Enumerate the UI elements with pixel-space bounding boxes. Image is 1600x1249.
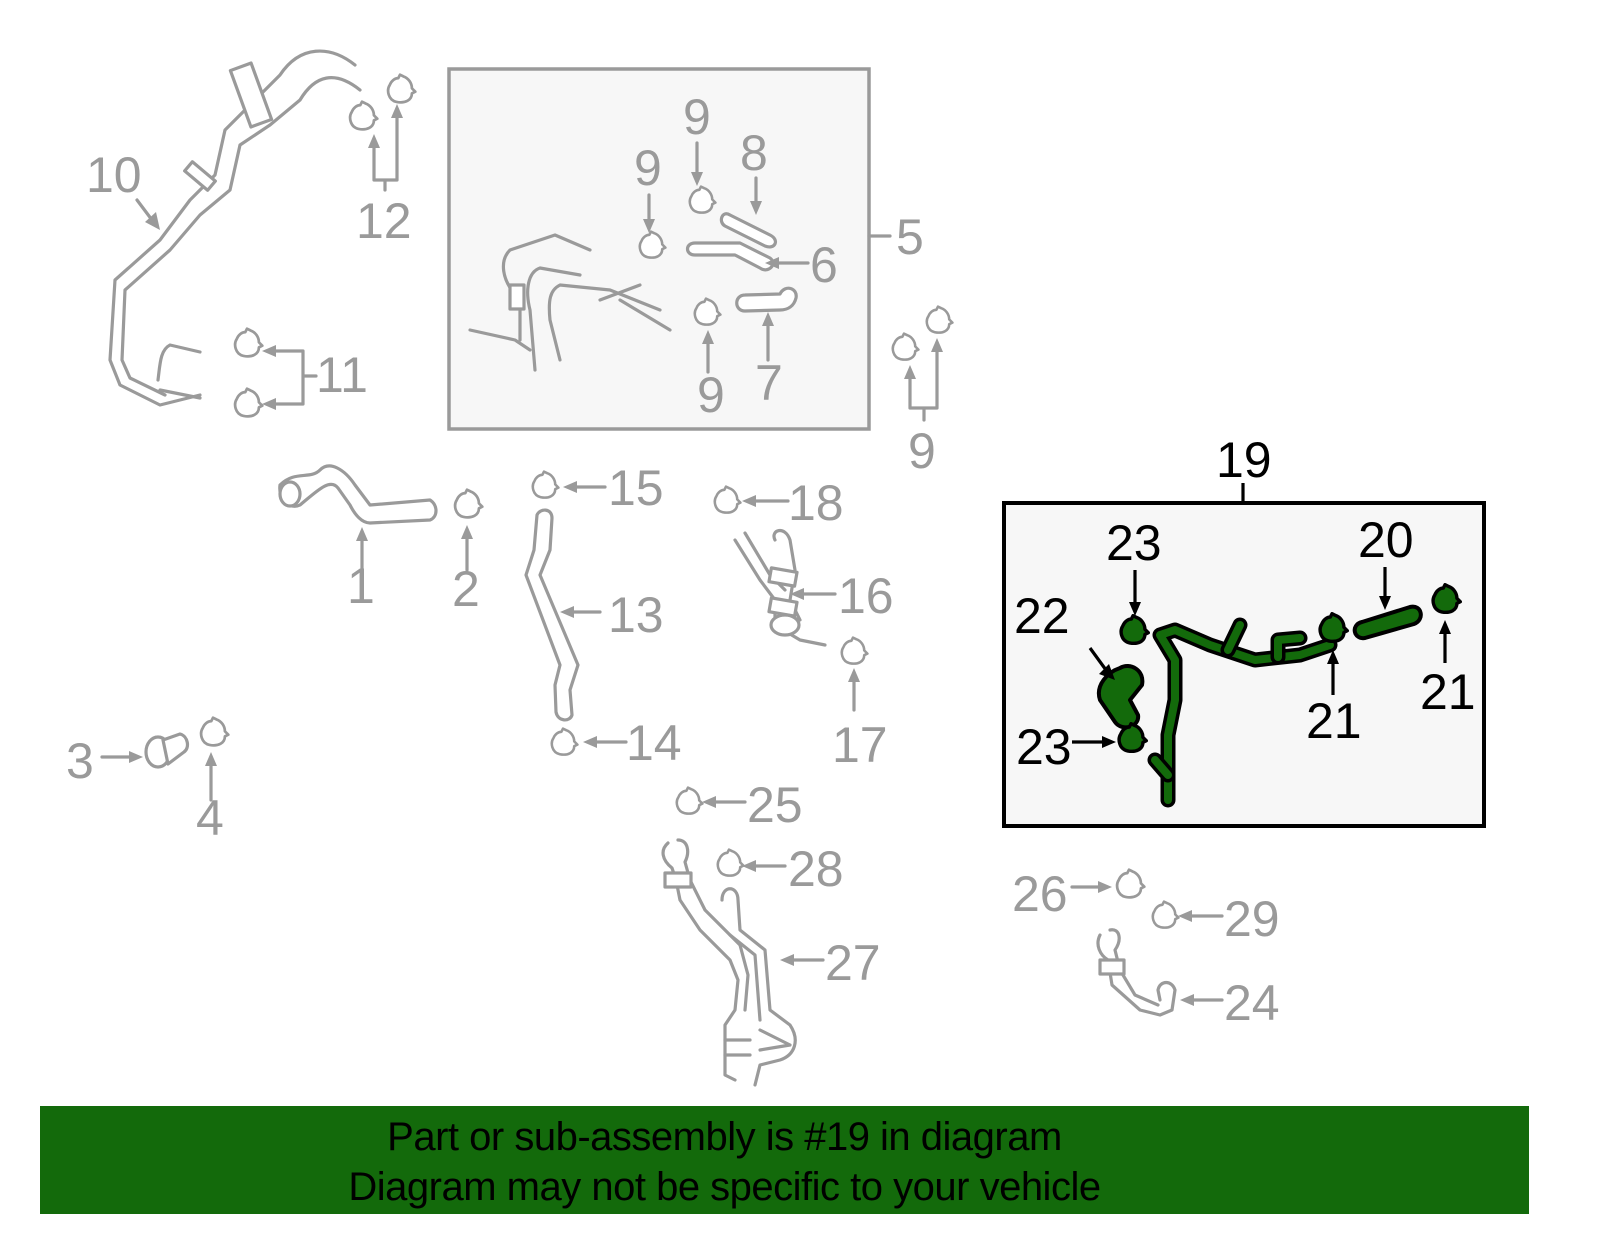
callout-18[interactable]: 18 bbox=[788, 475, 844, 531]
callout-21[interactable]: 21 bbox=[1306, 693, 1362, 749]
callout-13[interactable]: 13 bbox=[608, 587, 664, 643]
callout-19[interactable]: 19 bbox=[1216, 432, 1272, 488]
part-15-clamp[interactable] bbox=[531, 470, 560, 499]
callout-6[interactable]: 6 bbox=[810, 237, 838, 293]
assembly-19-box[interactable] bbox=[1002, 501, 1486, 828]
callout-29[interactable]: 29 bbox=[1224, 891, 1280, 947]
part-9-clamp[interactable] bbox=[925, 305, 954, 334]
callout-27[interactable]: 27 bbox=[825, 935, 881, 991]
part-26-clamp[interactable] bbox=[1115, 868, 1146, 899]
callout-26[interactable]: 26 bbox=[1012, 866, 1068, 922]
part-5-tube-assembly[interactable] bbox=[468, 233, 672, 372]
callout-8[interactable]: 8 bbox=[740, 125, 768, 181]
callout-4[interactable]: 4 bbox=[196, 790, 224, 846]
callout-28[interactable]: 28 bbox=[788, 841, 844, 897]
part-20-hose[interactable] bbox=[1352, 604, 1423, 641]
part-1-hose[interactable] bbox=[278, 464, 438, 525]
banner-line-1: Part or sub-assembly is #19 in diagram bbox=[387, 1115, 1062, 1159]
callout-9[interactable]: 9 bbox=[634, 140, 662, 196]
callout-22[interactable]: 22 bbox=[1014, 588, 1070, 644]
callout-12[interactable]: 12 bbox=[356, 193, 412, 249]
part-9-clamp[interactable] bbox=[891, 332, 920, 361]
callout-2[interactable]: 2 bbox=[452, 561, 480, 617]
callout-21[interactable]: 21 bbox=[1420, 664, 1476, 720]
callout-3[interactable]: 3 bbox=[66, 733, 94, 789]
callout-25[interactable]: 25 bbox=[747, 777, 803, 833]
banner-line-2: Diagram may not be specific to your vehi… bbox=[348, 1165, 1101, 1209]
part-12-clamps[interactable] bbox=[348, 73, 417, 131]
info-banner: Part or sub-assembly is #19 in diagram D… bbox=[40, 1106, 1529, 1214]
part-17-clamp[interactable] bbox=[840, 636, 869, 665]
part-18-clamp[interactable] bbox=[713, 485, 742, 514]
callout-20[interactable]: 20 bbox=[1358, 512, 1414, 568]
part-3-fitting[interactable] bbox=[144, 732, 190, 769]
part-28-clamp[interactable] bbox=[716, 848, 745, 877]
part-7-hose[interactable] bbox=[735, 286, 798, 313]
callout-9[interactable]: 9 bbox=[908, 423, 936, 479]
callout-23[interactable]: 23 bbox=[1016, 719, 1072, 775]
callout-7[interactable]: 7 bbox=[755, 355, 783, 411]
part-27-heater-core-tubes[interactable] bbox=[661, 838, 797, 1087]
part-19-tube-assembly[interactable] bbox=[1147, 617, 1338, 808]
part-10-tube[interactable] bbox=[108, 49, 362, 407]
part-29-clamp[interactable] bbox=[1151, 900, 1180, 929]
part-11-clamps[interactable] bbox=[233, 327, 264, 418]
callout-9[interactable]: 9 bbox=[697, 367, 725, 423]
part-14-clamp[interactable] bbox=[550, 727, 579, 756]
callout-5[interactable]: 5 bbox=[896, 209, 924, 265]
part-2-clamp[interactable] bbox=[453, 488, 484, 519]
part-8-hose[interactable] bbox=[719, 212, 778, 249]
callout-24[interactable]: 24 bbox=[1224, 975, 1280, 1031]
callout-1[interactable]: 1 bbox=[347, 558, 375, 614]
callout-17[interactable]: 17 bbox=[832, 717, 888, 773]
part-16-hose[interactable] bbox=[733, 529, 827, 647]
callout-10[interactable]: 10 bbox=[86, 147, 142, 203]
callout-15[interactable]: 15 bbox=[608, 460, 664, 516]
callout-9[interactable]: 9 bbox=[683, 89, 711, 145]
callout-16[interactable]: 16 bbox=[838, 568, 894, 624]
callout-11[interactable]: 11 bbox=[316, 347, 368, 403]
part-13-hose[interactable] bbox=[524, 508, 580, 722]
part-25-clamp[interactable] bbox=[675, 786, 704, 815]
callout-23[interactable]: 23 bbox=[1106, 515, 1162, 571]
callout-14[interactable]: 14 bbox=[626, 715, 682, 771]
part-24-hose[interactable] bbox=[1096, 928, 1177, 1017]
part-4-clamp[interactable] bbox=[199, 716, 230, 747]
